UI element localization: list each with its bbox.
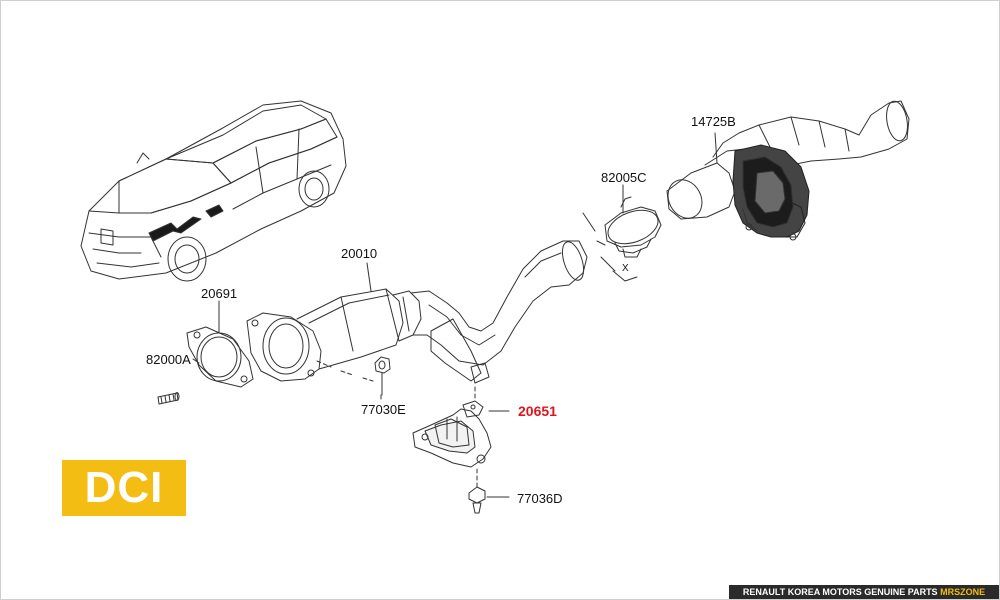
part-label-20691: 20691	[201, 286, 238, 301]
part-label-82005C: 82005C	[601, 170, 647, 185]
part-label-77036D: 77036D	[517, 491, 563, 506]
converter-20010-drawing	[246, 240, 588, 384]
part-label-14725B: 14725B	[691, 114, 736, 129]
bracket-20651-drawing	[412, 386, 510, 488]
part-label-77030E: 77030E	[361, 402, 406, 417]
footer-watermark: RENAULT KOREA MOTORS GENUINE PARTS MRSZO…	[729, 585, 999, 599]
gasket-20691-drawing	[186, 326, 254, 388]
car-illustration	[80, 100, 347, 282]
clamp-82005C-drawing	[582, 196, 662, 282]
part-label-20651[interactable]: 20651	[518, 403, 557, 419]
engine-badge: DCI	[62, 460, 186, 516]
footer-text: RENAULT KOREA MOTORS GENUINE PARTS	[742, 587, 938, 597]
part-label-20010: 20010	[341, 246, 378, 261]
turbo-14725B-drawing	[666, 100, 910, 241]
stud-82000A-drawing	[157, 392, 180, 405]
footer-brand: MRSZONE	[940, 587, 986, 597]
nut-77030E-drawing	[316, 356, 391, 396]
part-label-82000A: 82000A	[146, 352, 191, 367]
leader-lines	[192, 132, 718, 400]
x-marker: X	[622, 263, 629, 274]
bolt-77036D-drawing	[468, 486, 510, 514]
